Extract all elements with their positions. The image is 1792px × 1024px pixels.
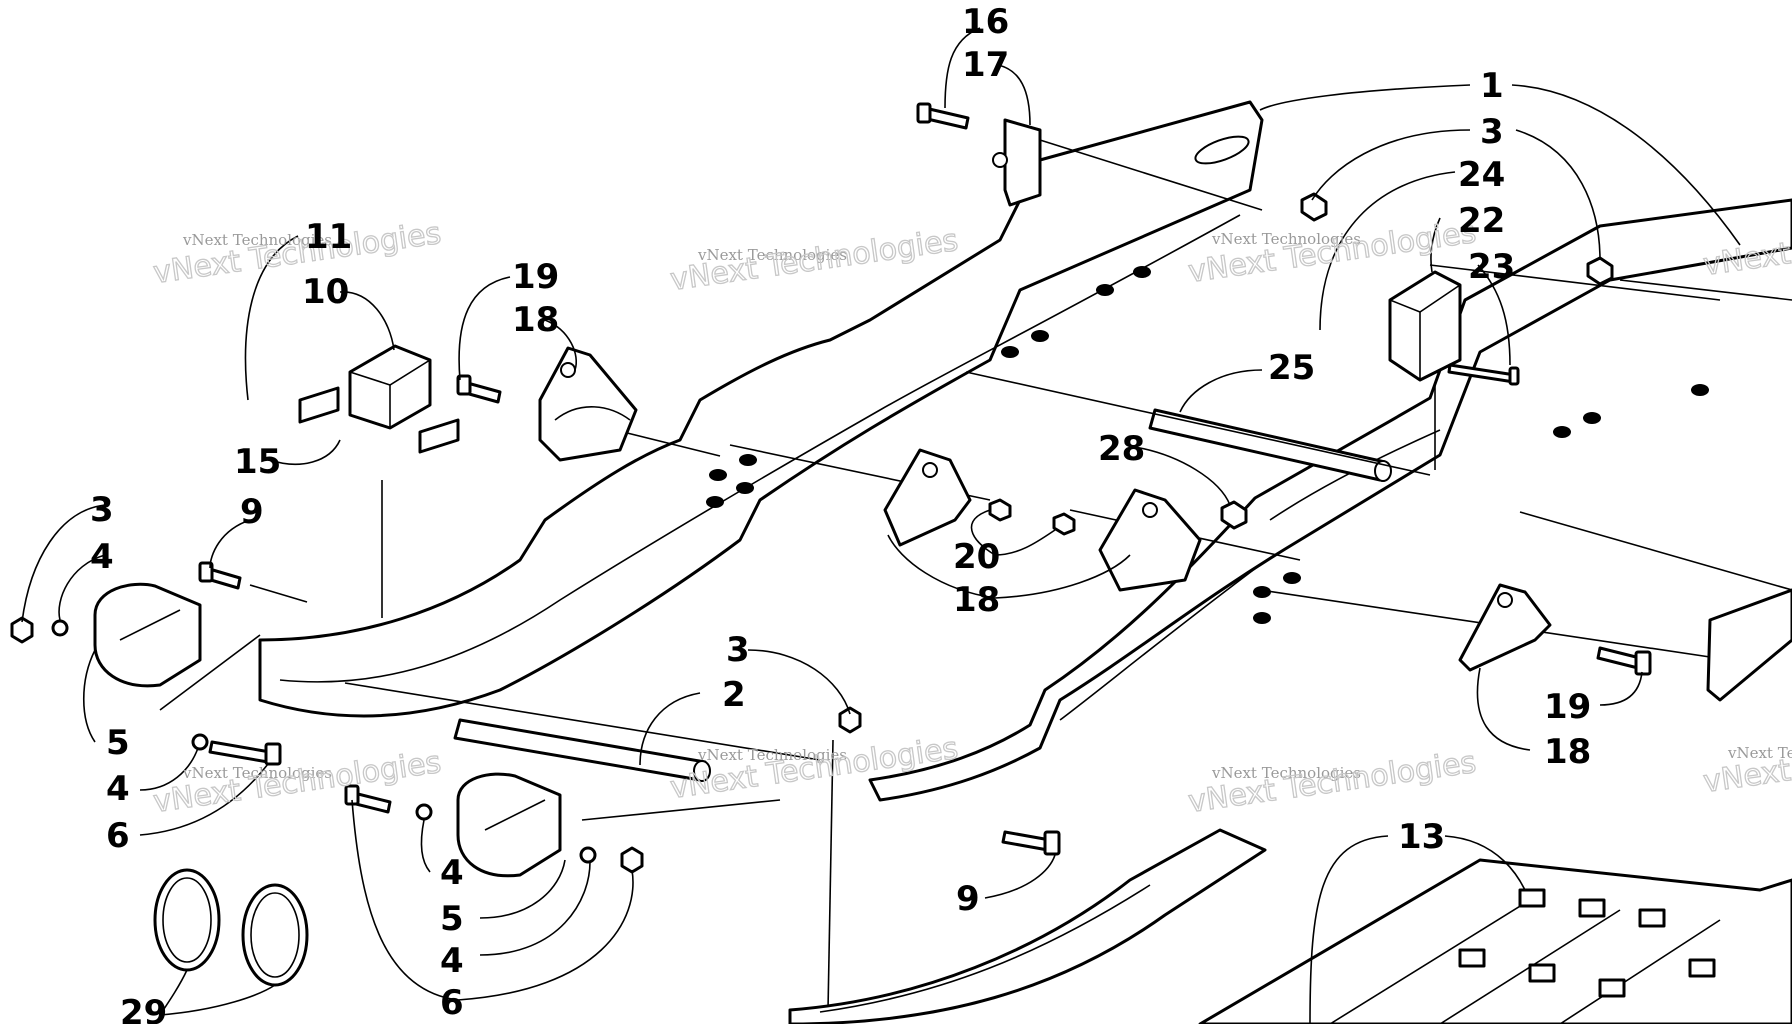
washer-4c: [415, 803, 433, 821]
hose-clamps-29: [153, 868, 309, 987]
watermark-text: vNext Technologies: [1211, 764, 1361, 782]
callout-19: 19: [512, 257, 559, 297]
callout-3: 3: [726, 630, 750, 670]
callout-18: 18: [1544, 732, 1591, 772]
rail-slots-left: [706, 266, 1151, 508]
callout-10: 10: [302, 272, 349, 312]
watermark-text: vNext Technologies: [182, 764, 332, 782]
watermark-text: vNext Technologies: [1211, 230, 1361, 248]
idler-bracket-18-lower: [1458, 583, 1552, 672]
callout-16: 16: [962, 2, 1009, 42]
washer-4d: [579, 846, 597, 864]
rail-end-right: [1706, 588, 1792, 702]
pin-23: [1447, 363, 1520, 386]
callout-11: 11: [305, 217, 352, 257]
callout-25: 25: [1268, 348, 1315, 388]
idler-bracket-18-mid: [1098, 488, 1202, 592]
callout-19: 19: [1544, 687, 1591, 727]
nut-3-center: [838, 706, 862, 734]
callout-5: 5: [440, 899, 464, 939]
callout-3: 3: [90, 490, 114, 530]
callout-13: 13: [1398, 817, 1445, 857]
callout-4: 4: [106, 769, 130, 809]
bolt-9-lower: [1001, 830, 1061, 856]
callout-1: 1: [1480, 66, 1504, 106]
bracket-17: [992, 118, 1042, 207]
cross-shaft-25: [1148, 408, 1392, 482]
nut-3-top: [1300, 192, 1328, 222]
callout-9: 9: [956, 879, 980, 919]
callout-22: 22: [1458, 201, 1505, 241]
callout-6: 6: [106, 816, 130, 856]
callout-6: 6: [440, 983, 464, 1023]
right-slide-rail: [868, 198, 1792, 802]
callout-15: 15: [234, 442, 281, 482]
bolt-19-lower: [1596, 646, 1652, 676]
callout-17: 17: [962, 45, 1009, 85]
nut-20b: [1052, 512, 1076, 536]
cross-shaft-2: [453, 718, 711, 782]
leader-lines: [21, 27, 1741, 1024]
end-cap-center: [456, 772, 562, 878]
watermark-text: vNext Technologies: [1186, 745, 1478, 820]
callout-9: 9: [240, 492, 264, 532]
callout-29: 29: [120, 993, 167, 1024]
drive-track-13: [1198, 858, 1792, 1024]
callout-20: 20: [953, 537, 1000, 577]
bolt-19-upper: [456, 374, 502, 404]
watermark-text: vNext Technologies: [697, 246, 847, 264]
bolt-16: [916, 102, 970, 130]
washer-4b: [191, 733, 209, 751]
callout-2: 2: [722, 675, 746, 715]
nut-28: [1220, 500, 1248, 530]
wear-strip: [788, 828, 1267, 1024]
idler-bracket-18-upper: [538, 346, 638, 462]
callout-5: 5: [106, 723, 130, 763]
callout-24: 24: [1458, 155, 1505, 195]
bolt-6a: [208, 740, 282, 766]
nut-3-right: [1586, 256, 1614, 286]
callout-4: 4: [90, 537, 114, 577]
callout-3: 3: [1480, 112, 1504, 152]
washer-4a: [51, 619, 69, 637]
callout-18: 18: [953, 580, 1000, 620]
nut-20a: [988, 498, 1012, 522]
bumper-block-10: [298, 344, 460, 454]
callout-18: 18: [512, 300, 559, 340]
callout-4: 4: [440, 941, 464, 981]
callout-23: 23: [1468, 247, 1515, 287]
bolt-9-upper: [198, 561, 242, 590]
nut-3-lower: [620, 846, 644, 874]
watermark-text: vNext Technologies: [151, 216, 443, 291]
watermark-text: vNext Technologies: [668, 223, 960, 298]
watermark-text: vNext Technologies: [1701, 725, 1792, 800]
watermark-text: vNext Technologies: [1727, 744, 1792, 762]
watermark-text: vNext Technologies: [697, 746, 847, 764]
callout-4: 4: [440, 853, 464, 893]
callout-28: 28: [1098, 429, 1145, 469]
bracket-22: [1388, 270, 1462, 382]
watermark-text: vNext Technologies: [182, 231, 332, 249]
end-cap-left: [93, 582, 202, 688]
idler-bracket-18-center: [883, 448, 972, 547]
rail-slots-right: [1253, 384, 1709, 624]
callouts: 1 3 24 22 23 16 17 11 10 19 18 15 25 28 …: [90, 2, 1591, 1024]
